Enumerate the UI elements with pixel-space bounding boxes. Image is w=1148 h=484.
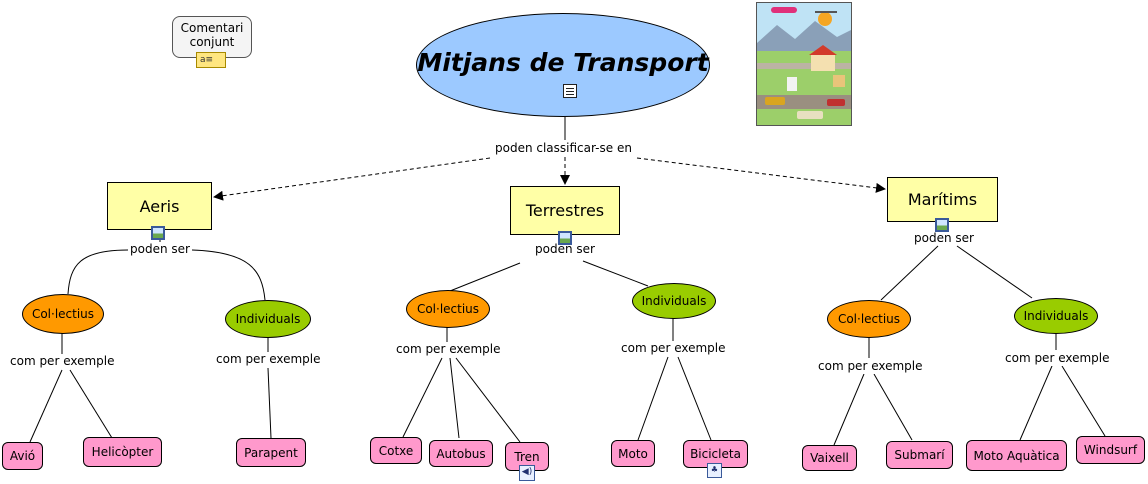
example-vaixell[interactable]: Vaixell	[802, 445, 857, 471]
aeris-individuals-node[interactable]: Individuals	[225, 300, 311, 338]
main-concept-title: Mitjans de Transport	[417, 48, 709, 77]
document-icon[interactable]	[563, 84, 577, 98]
aeris-collectius-node[interactable]: Col·lectius	[22, 294, 104, 334]
example-autobus-label: Autobus	[436, 446, 486, 461]
category-aeris[interactable]: Aeris	[107, 182, 212, 230]
category-terrestres-label: Terrestres	[525, 201, 605, 220]
example-helicopter[interactable]: Helicòpter	[83, 437, 162, 467]
example-bicicleta-label: Bicicleta	[690, 447, 741, 461]
maritims-individuals-label: Individuals	[1023, 309, 1089, 323]
maritims-individuals-node[interactable]: Individuals	[1014, 298, 1098, 334]
example-cotxe-label: Cotxe	[378, 443, 414, 458]
category-maritims[interactable]: Marítims	[887, 177, 998, 222]
example-autobus[interactable]: Autobus	[429, 440, 493, 467]
image-icon[interactable]	[935, 218, 949, 232]
category-terrestres[interactable]: Terrestres	[510, 186, 620, 235]
terrestres-individuals-label: Individuals	[641, 294, 707, 308]
example-submari[interactable]: Submarí	[886, 441, 953, 469]
annotation-icon[interactable]: a≡	[196, 52, 226, 68]
example-avio-label: Avió	[9, 449, 36, 463]
aeris-individuals-label: Individuals	[235, 312, 301, 326]
terrestres-collectius-node[interactable]: Col·lectius	[406, 290, 490, 328]
link-label-terrestres-individuals: com per exemple	[619, 341, 728, 356]
sound-icon[interactable]: ◀)	[519, 465, 535, 481]
example-tren-label: Tren	[514, 449, 540, 464]
example-moto-label: Moto	[618, 446, 648, 461]
comment-text-line2: conjunt	[189, 35, 235, 49]
example-windsurf-label: Windsurf	[1083, 443, 1138, 457]
example-parapent-label: Parapent	[244, 445, 298, 460]
terrestres-individuals-node[interactable]: Individuals	[632, 283, 716, 319]
example-helicopter-label: Helicòpter	[91, 445, 154, 459]
terrestres-collectius-label: Col·lectius	[416, 302, 480, 316]
example-parapent[interactable]: Parapent	[236, 438, 306, 467]
example-windsurf[interactable]: Windsurf	[1076, 436, 1145, 464]
link-label-aeris-collectius: com per exemple	[8, 354, 117, 369]
main-concept-node[interactable]: Mitjans de Transport	[416, 13, 710, 117]
example-vaixell-label: Vaixell	[810, 451, 849, 465]
concept-map-icon[interactable]: ♣	[707, 463, 722, 478]
link-label-maritims-collectius: com per exemple	[816, 359, 925, 374]
category-aeris-label: Aeris	[139, 196, 180, 216]
category-maritims-label: Marítims	[907, 190, 978, 209]
link-label-maritims-types: poden ser	[914, 231, 974, 245]
comment-text-line1: Comentari	[180, 21, 244, 35]
link-label-aeris-individuals: com per exemple	[214, 352, 323, 367]
example-bicicleta[interactable]: Bicicleta	[683, 440, 748, 468]
link-label-terrestres-collectius: com per exemple	[394, 342, 503, 357]
link-label-terrestres-types: poden ser	[535, 242, 595, 256]
example-moto-aquatica-label: Moto Aquàtica	[973, 448, 1060, 463]
example-moto-aquatica[interactable]: Moto Aquàtica	[966, 440, 1067, 471]
image-icon[interactable]	[558, 231, 572, 245]
example-avio[interactable]: Avió	[2, 442, 43, 470]
link-label-aeris-types: poden ser	[128, 242, 192, 257]
example-moto[interactable]: Moto	[611, 440, 655, 467]
image-icon[interactable]	[151, 226, 165, 240]
maritims-collectius-node[interactable]: Col·lectius	[827, 300, 911, 338]
aeris-collectius-label: Col·lectius	[31, 307, 95, 321]
link-label-classify: poden classificar-se en	[493, 141, 634, 156]
transport-scene-image	[757, 3, 851, 125]
maritims-collectius-label: Col·lectius	[837, 312, 901, 326]
link-label-maritims-individuals: com per exemple	[1003, 351, 1112, 366]
example-submari-label: Submarí	[894, 448, 945, 462]
transport-illustration[interactable]	[756, 2, 852, 126]
example-cotxe[interactable]: Cotxe	[370, 437, 422, 464]
